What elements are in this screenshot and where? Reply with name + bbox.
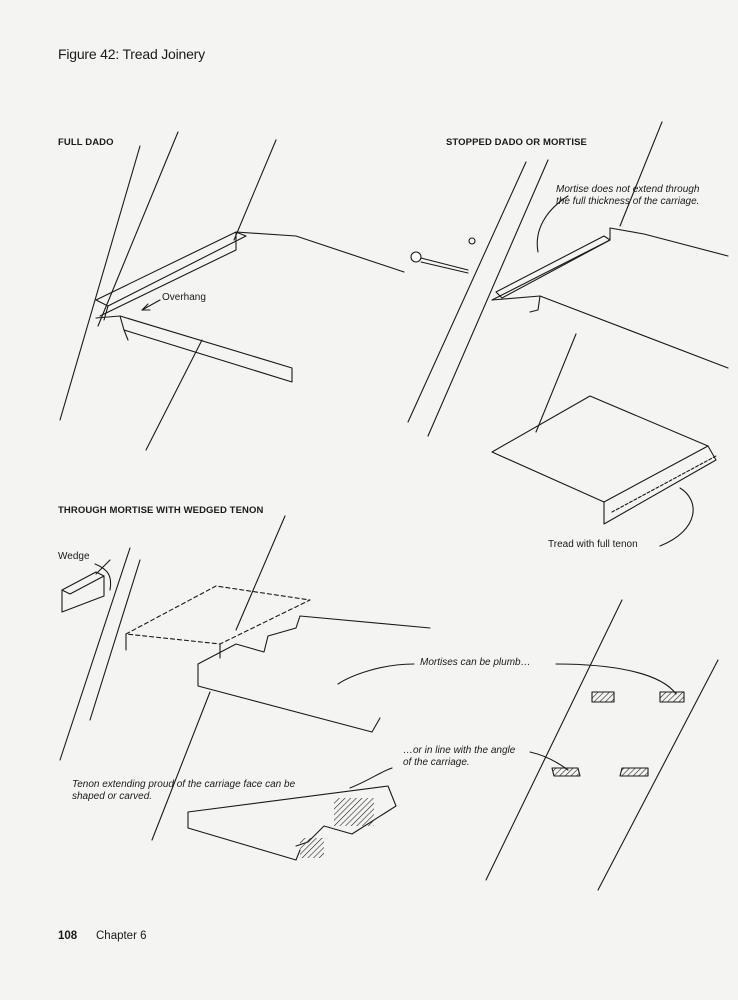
- page-number: 108: [58, 930, 78, 942]
- callout-tread-full-tenon: Tread with full tenon: [548, 539, 638, 550]
- callout-inline-line1: …or in line with the angle: [403, 745, 516, 756]
- callout-overhang: Overhang: [162, 292, 206, 303]
- label-full-dado: FULL DADO: [58, 137, 114, 148]
- callout-tenon-line1: Tenon extending proud of the carriage fa…: [72, 779, 296, 790]
- full-dado-drawing: [59, 131, 405, 451]
- callout-plumb: Mortises can be plumb…: [420, 657, 531, 668]
- callout-wedge: Wedge: [58, 551, 90, 562]
- label-stopped-dado: STOPPED DADO OR MORTISE: [446, 137, 587, 148]
- stopped-dado-drawing: [407, 121, 729, 547]
- through-mortise-drawing: [59, 515, 719, 891]
- callout-mortise-line2: the full thickness of the carriage.: [556, 196, 700, 207]
- figure-title: Figure 42: Tread Joinery: [58, 46, 205, 62]
- callout-inline-line2: of the carriage.: [403, 757, 470, 768]
- callout-mortise-line1: Mortise does not extend through: [556, 184, 700, 195]
- callout-tenon-line2: shaped or carved.: [72, 791, 153, 802]
- label-through-mortise: THROUGH MORTISE WITH WEDGED TENON: [58, 505, 264, 516]
- chapter-label: Chapter 6: [96, 930, 147, 942]
